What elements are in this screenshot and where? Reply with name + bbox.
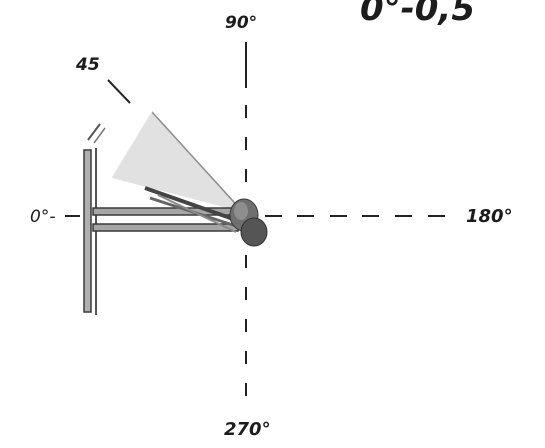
corner-label: 0°-0,5 [360, 0, 475, 29]
fixture-arm-lower [92, 223, 239, 232]
angle-label-right: 180° [466, 206, 513, 227]
angle-label-bottom: 270° [224, 419, 271, 440]
cone-angle-label: 45 [75, 55, 100, 75]
cone-angle-pointer [107, 79, 131, 104]
wall-plate [83, 149, 92, 313]
spotlight-fixture [83, 123, 268, 315]
angle-label-left: 0°- [30, 207, 55, 227]
light-beam-cone [111, 111, 244, 213]
angle-label-top: 90° [225, 13, 257, 33]
